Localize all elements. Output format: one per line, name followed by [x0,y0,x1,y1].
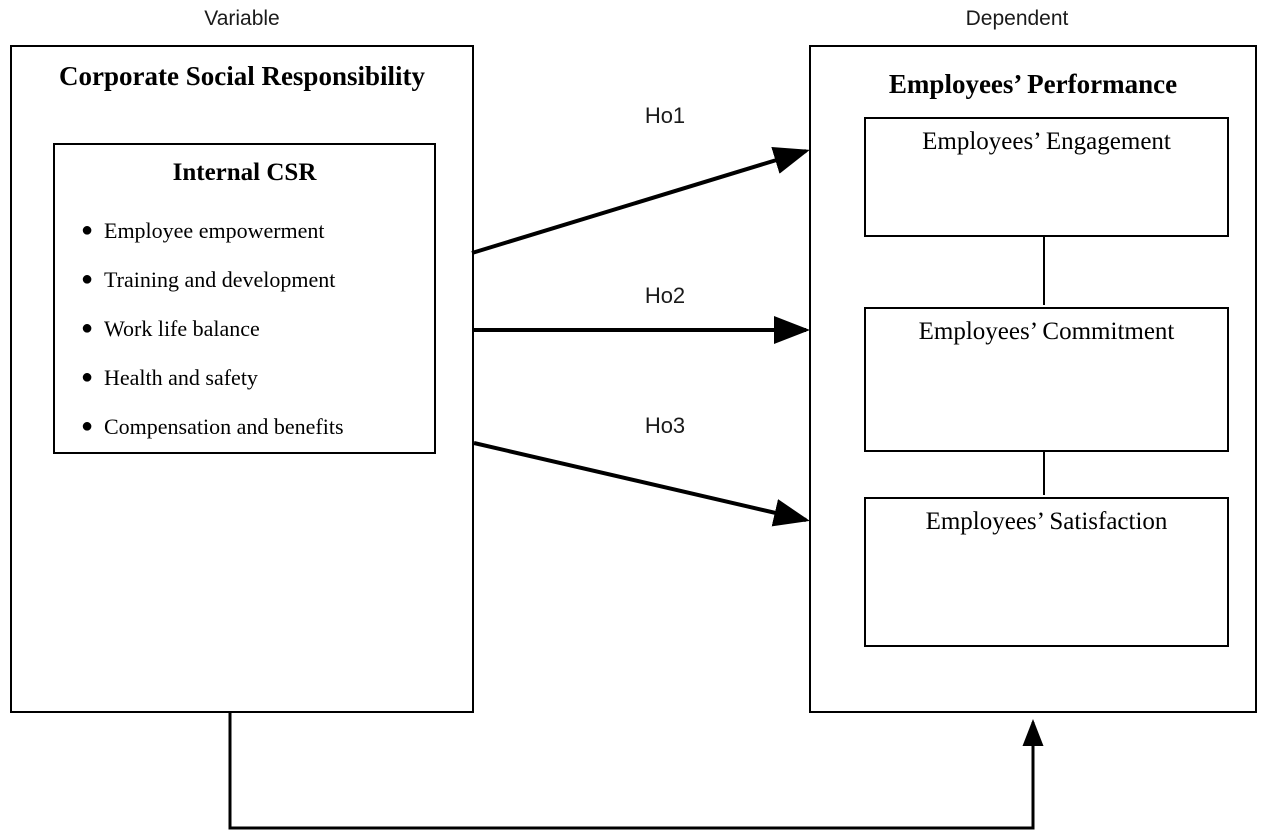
hypothesis-label-ho3: Ho3 [644,413,686,438]
construct-label-satisfaction: Employees’ Satisfaction [925,508,1168,535]
bullet-icon: ● [81,366,94,389]
list-item: ● Training and development [81,268,426,291]
internal-csr-title: Internal CSR [172,159,317,186]
list-item: ● Work life balance [81,317,426,340]
arrow-feedback-loop [228,713,1044,830]
list-item: ● Employee empowerment [81,219,426,242]
bullet-icon: ● [81,415,94,438]
bullet-icon: ● [81,219,94,241]
construct-box-engagement: Employees’ Engagement [864,117,1229,237]
dependent-variable-title: Employees’ Performance [888,69,1178,99]
dependent-variable-box: Employees’ Performance Employees’ Engage… [809,45,1257,713]
arrow-ho3 [473,441,810,527]
internal-csr-box: Internal CSR ● Employee empowerment ● Tr… [53,143,436,454]
list-item-label: Employee empowerment [104,218,325,243]
hypothesis-label-ho1: Ho1 [644,103,686,128]
independent-variable-title: Corporate Social Responsibility [58,61,425,91]
dependent-variable-header: Dependent [965,7,1069,30]
list-item-label: Work life balance [104,316,260,342]
independent-variable-header: Variable [204,7,280,30]
list-item-label: Compensation and benefits [104,414,344,440]
construct-label-commitment: Employees’ Commitment [918,318,1175,345]
bullet-icon: ● [81,317,94,340]
construct-label-engagement: Employees’ Engagement [922,128,1171,155]
internal-csr-list: ● Employee empowerment ● Training and de… [81,219,426,464]
construct-box-satisfaction: Employees’ Satisfaction [864,497,1229,647]
independent-variable-box: Corporate Social Responsibility Internal… [10,45,474,713]
arrow-ho1 [471,146,810,255]
hypothesis-label-ho2: Ho2 [644,283,686,308]
list-item: ● Health and safety [81,366,426,389]
construct-box-commitment: Employees’ Commitment [864,307,1229,452]
list-item: ● Compensation and benefits [81,415,426,438]
list-item-label: Health and safety [104,365,258,391]
bullet-icon: ● [81,268,94,291]
list-item-label: Training and development [104,267,336,293]
